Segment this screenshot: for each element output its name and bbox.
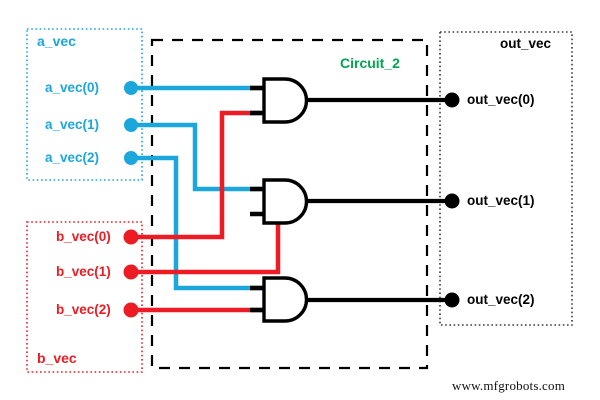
terminal-dot-out-vec-0[interactable] bbox=[444, 92, 460, 108]
terminal-dot-b-vec-1[interactable] bbox=[123, 264, 139, 280]
terminal-dot-b-vec-2[interactable] bbox=[123, 302, 139, 318]
terminal-dot-out-vec-1[interactable] bbox=[444, 193, 460, 209]
terminal-dot-a-vec-0[interactable] bbox=[124, 81, 138, 95]
label-b-vec-0: b_vec(0) bbox=[56, 229, 111, 244]
b-vec-group-label: b_vec bbox=[37, 350, 77, 366]
label-b-vec-2: b_vec(2) bbox=[56, 302, 111, 317]
terminal-dot-a-vec-2[interactable] bbox=[124, 151, 138, 165]
terminal-dot-a-vec-1[interactable] bbox=[124, 118, 138, 132]
label-out-vec-2: out_vec(2) bbox=[467, 292, 535, 307]
label-a-vec-1: a_vec(1) bbox=[45, 117, 100, 132]
label-a-vec-0: a_vec(0) bbox=[45, 80, 100, 95]
wire-b-vec-0 bbox=[131, 110, 262, 240]
terminal-dot-b-vec-0[interactable] bbox=[123, 229, 139, 245]
and-gate-2[interactable] bbox=[262, 178, 309, 225]
out-vec-group-box bbox=[439, 31, 573, 326]
circuit-boundary-box bbox=[150, 38, 429, 370]
label-out-vec-1: out_vec(1) bbox=[467, 193, 535, 208]
circuit-title-label: Circuit_2 bbox=[340, 55, 400, 71]
label-b-vec-1: b_vec(1) bbox=[56, 264, 111, 279]
out-vec-group-label: out_vec bbox=[500, 36, 552, 51]
and-gate-3[interactable] bbox=[262, 276, 309, 323]
and-gate-1[interactable] bbox=[262, 77, 309, 124]
b-vec-group-box bbox=[26, 221, 143, 373]
a-vec-group-label: a_vec bbox=[37, 33, 76, 49]
label-out-vec-0: out_vec(0) bbox=[467, 92, 535, 107]
watermark-text: www.mfgrobots.com bbox=[452, 378, 566, 393]
terminal-dot-out-vec-2[interactable] bbox=[444, 292, 460, 308]
wire-a-vec-1 bbox=[131, 122, 262, 192]
wire-a-vec-2 bbox=[131, 155, 262, 291]
label-a-vec-2: a_vec(2) bbox=[45, 150, 100, 165]
a-vec-group-box bbox=[26, 28, 143, 181]
